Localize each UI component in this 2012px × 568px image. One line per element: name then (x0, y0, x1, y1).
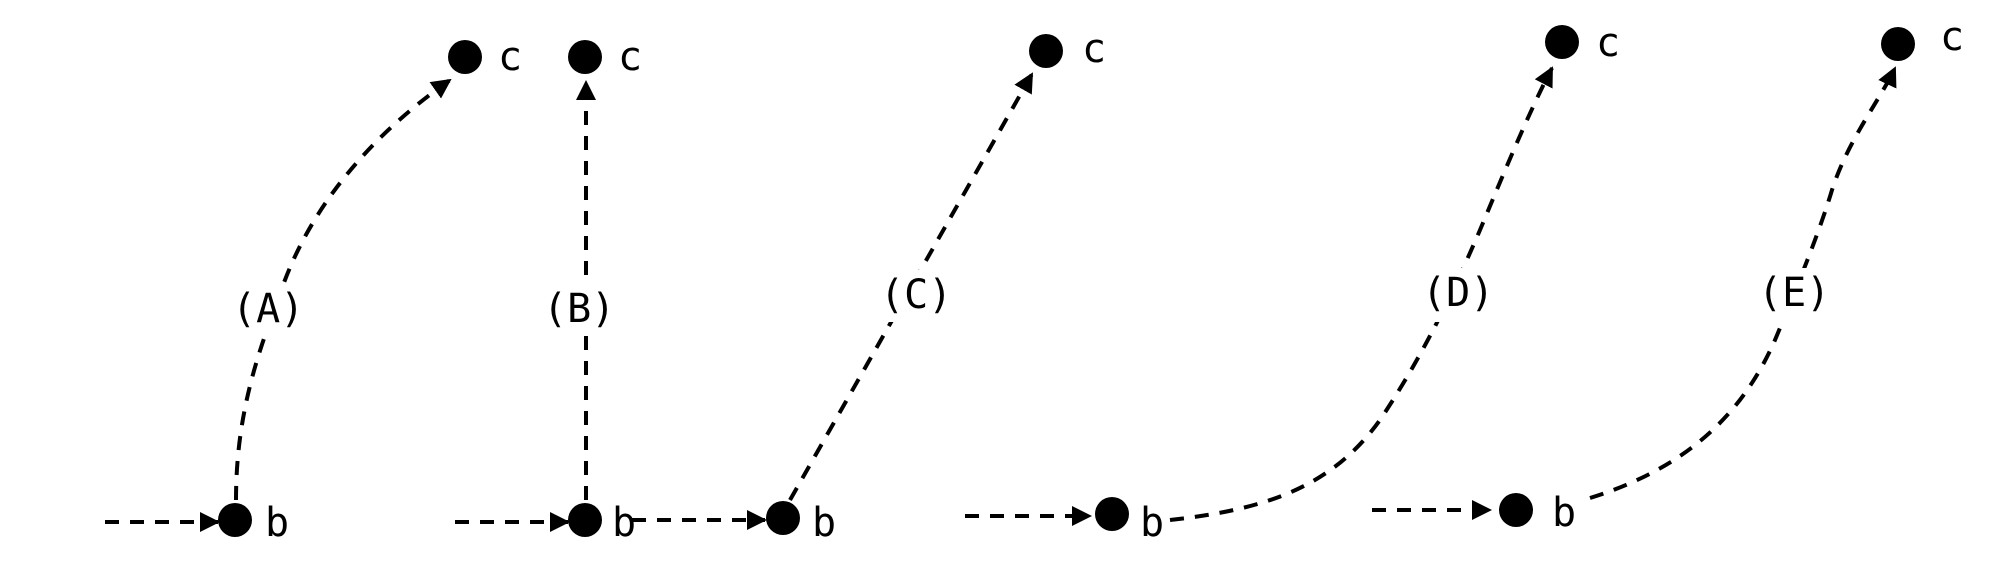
path-e-start-node (1499, 493, 1533, 527)
path-a-label: (A) (232, 286, 304, 332)
path-d-label-bg (1420, 268, 1506, 322)
path-e-label-bg (1756, 268, 1842, 322)
path-a-label-bg (232, 284, 308, 332)
path-b-start-label: b (612, 500, 636, 546)
path-d-group: b c (D) (965, 20, 1620, 546)
path-a-start-node (218, 503, 252, 537)
path-a-group: b c (A) (105, 34, 522, 546)
path-b-end-node (568, 40, 602, 74)
path-b-label: (B) (543, 286, 615, 332)
path-e-group: b c (E) (1372, 14, 1964, 536)
path-d-start-node (1095, 497, 1129, 531)
path-c-label: (C) (880, 272, 952, 318)
path-e-label: (E) (1758, 270, 1830, 316)
path-b-start-node (568, 503, 602, 537)
path-b-end-label: c (618, 34, 642, 80)
path-a-end-node (448, 40, 482, 74)
path-c-end-node (1029, 34, 1063, 68)
path-e-trajectory (1589, 66, 1897, 500)
path-c-trajectory (788, 72, 1034, 501)
path-d-end-node (1545, 25, 1579, 59)
path-a-end-label: c (498, 34, 522, 80)
path-b-label-bg (540, 284, 622, 334)
path-e-end-label: c (1940, 14, 1964, 60)
path-b-group: b c (B) (455, 34, 642, 546)
path-e-end-node (1881, 27, 1915, 61)
path-c-end-label: c (1082, 26, 1106, 72)
path-a-start-label: b (265, 500, 289, 546)
path-c-group: b c (C) (632, 26, 1106, 546)
path-d-label: (D) (1422, 270, 1494, 316)
path-d-end-label: c (1596, 20, 1620, 66)
path-d-trajectory (1169, 66, 1554, 522)
path-d-start-label: b (1140, 500, 1164, 546)
path-c-label-bg (878, 270, 960, 322)
path-e-start-label: b (1552, 490, 1576, 536)
path-c-start-label: b (812, 500, 836, 546)
path-c-start-node (766, 501, 800, 535)
